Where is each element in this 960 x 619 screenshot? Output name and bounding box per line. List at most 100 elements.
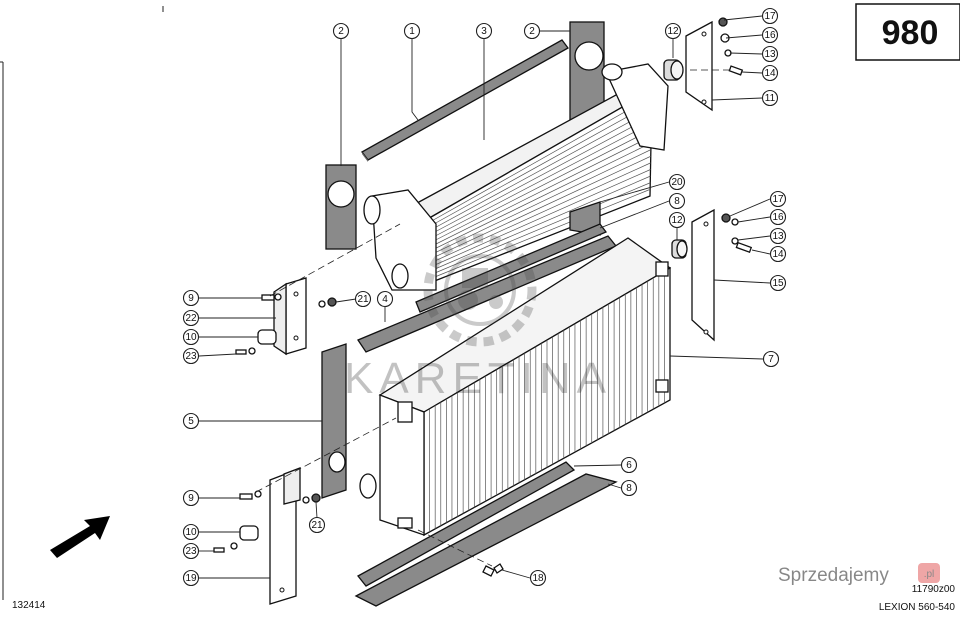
svg-text:10: 10 <box>185 527 197 538</box>
callout-13: 13 <box>761 45 779 63</box>
svg-text:10: 10 <box>185 332 197 343</box>
hardware-top <box>718 17 744 76</box>
svg-text:9: 9 <box>188 293 194 304</box>
callout-1: 1 <box>403 22 421 40</box>
hardware-left-lower <box>213 490 321 553</box>
bracket-part-22 <box>273 277 307 356</box>
callout-2: 2 <box>332 22 350 40</box>
svg-text:20: 20 <box>671 177 683 188</box>
svg-text:1: 1 <box>409 26 415 37</box>
svg-text:22: 22 <box>185 313 197 324</box>
svg-text:18: 18 <box>532 573 544 584</box>
callout-15: 15 <box>769 274 787 292</box>
svg-text:16: 16 <box>764 30 776 41</box>
callout-3: 3 <box>475 22 493 40</box>
svg-text:8: 8 <box>674 196 680 207</box>
svg-text:4: 4 <box>382 294 388 305</box>
watermark-logo <box>423 233 537 347</box>
callout-2: 2 <box>523 22 541 40</box>
alignment-lines <box>255 69 730 567</box>
callout-6: 6 <box>620 456 638 474</box>
rubber-mount-12-mid <box>671 239 688 259</box>
callout-14: 14 <box>769 245 787 263</box>
svg-text:13: 13 <box>764 49 776 60</box>
hardware-mid <box>721 213 753 254</box>
svg-text:7: 7 <box>768 354 774 365</box>
svg-text:8: 8 <box>626 483 632 494</box>
svg-text:19: 19 <box>185 573 197 584</box>
intercooler-part-3 <box>363 63 669 291</box>
callout-8: 8 <box>668 192 686 210</box>
callout-5: 5 <box>182 412 200 430</box>
seal-part-5 <box>321 343 347 499</box>
callout-10: 10 <box>182 328 200 346</box>
svg-text:11: 11 <box>765 93 776 104</box>
callout-16: 16 <box>761 26 779 44</box>
callout-13: 13 <box>769 227 787 245</box>
callout-14: 14 <box>761 64 779 82</box>
svg-text:16: 16 <box>772 212 784 223</box>
page-number-box: 980 <box>855 3 960 61</box>
svg-text:9: 9 <box>188 493 194 504</box>
svg-text:6: 6 <box>626 460 632 471</box>
seal-part-8-upper <box>415 223 608 313</box>
callout-23: 23 <box>182 542 200 560</box>
seal-part-8-lower <box>354 473 618 607</box>
callout-11: 11 <box>761 89 779 107</box>
hardware-left-upper <box>235 293 337 355</box>
svg-text:14: 14 <box>772 249 784 260</box>
callout-9: 9 <box>182 489 200 507</box>
svg-text:21: 21 <box>357 294 369 305</box>
site-watermark: Sprzedajemy .pl <box>778 563 940 586</box>
image-code: 132414 <box>12 600 46 611</box>
site-watermark-text: Sprzedajemy <box>778 565 889 586</box>
callout-18: 18 <box>529 569 547 587</box>
callout-16: 16 <box>769 208 787 226</box>
svg-text:2: 2 <box>338 26 344 37</box>
svg-text:17: 17 <box>772 194 784 205</box>
radiator-part-7 <box>359 237 672 537</box>
svg-text:17: 17 <box>764 11 776 22</box>
watermark-text: KARETINA <box>344 354 612 403</box>
bracket-part-19 <box>269 467 301 605</box>
callout-23: 23 <box>182 347 200 365</box>
leader-lines <box>198 15 771 579</box>
strip-part-1 <box>361 39 569 162</box>
svg-text:13: 13 <box>772 231 784 242</box>
callout-12: 12 <box>664 22 682 40</box>
pad-part-2-right <box>569 21 605 125</box>
callout-21: 21 <box>354 290 372 308</box>
strip-part-6 <box>357 461 576 587</box>
svg-text:15: 15 <box>772 278 784 289</box>
svg-text:5: 5 <box>188 416 194 427</box>
callout-9: 9 <box>182 289 200 307</box>
bracket-part-15 <box>691 208 715 342</box>
svg-text:21: 21 <box>311 520 323 531</box>
svg-text:23: 23 <box>185 546 197 557</box>
callout-4: 4 <box>376 290 394 308</box>
svg-text:23: 23 <box>185 351 197 362</box>
drawing-ref: 11790z00 <box>912 584 956 595</box>
callout-17: 17 <box>769 190 787 208</box>
bracket-part-11 <box>685 20 713 112</box>
callout-21: 21 <box>308 516 326 534</box>
callout-20: 20 <box>668 173 686 191</box>
callout-8: 8 <box>620 479 638 497</box>
svg-text:12: 12 <box>667 26 679 37</box>
page-number: 980 <box>882 14 939 52</box>
pad-part-2-left <box>325 164 357 250</box>
callout-19: 19 <box>182 569 200 587</box>
svg-text:2: 2 <box>529 26 535 37</box>
callout-22: 22 <box>182 309 200 327</box>
callout-12: 12 <box>668 211 686 229</box>
rubber-mount-12-top <box>663 59 684 81</box>
callout-10: 10 <box>182 523 200 541</box>
intercooler-fins <box>413 96 653 279</box>
svg-text:14: 14 <box>764 68 776 79</box>
site-watermark-suffix: .pl <box>924 569 935 580</box>
direction-arrow-icon <box>50 516 110 558</box>
callout-17: 17 <box>761 7 779 25</box>
callout-7: 7 <box>762 350 780 368</box>
